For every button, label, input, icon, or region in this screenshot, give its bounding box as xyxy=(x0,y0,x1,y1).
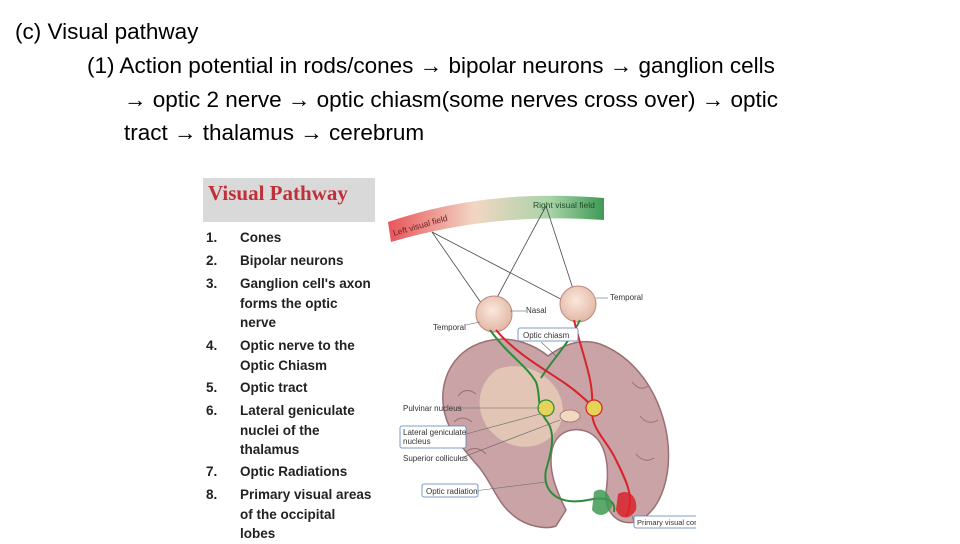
step-text: Optic tract xyxy=(240,380,308,395)
occipital-cortex-right xyxy=(616,491,637,518)
left-eye xyxy=(475,295,513,333)
optic-chiasm-label: Optic chiasm xyxy=(523,331,570,340)
lgn-label-line-1: Lateral geniculate xyxy=(403,428,467,437)
superior-colliculus-label: Superior colliculus xyxy=(403,454,468,463)
label-leader-lines xyxy=(456,297,635,523)
step-number: 2. xyxy=(206,253,218,268)
right-visual-field-label: Right visual field xyxy=(533,200,595,210)
pulvinar-label: Pulvinar nucleus xyxy=(403,404,462,413)
lgn-left xyxy=(537,399,555,417)
visual-field-arc xyxy=(388,195,604,242)
step-number: 5. xyxy=(206,380,218,395)
primary-cortex-label-box xyxy=(633,515,696,529)
figure-title: Visual Pathway xyxy=(208,181,348,205)
step-text: Optic nerve to the Optic Chiasm xyxy=(240,338,355,373)
pathway-illustration: Left visual field Right visual field xyxy=(388,195,696,529)
step-text: Optic Radiations xyxy=(240,464,348,479)
red-pathway xyxy=(495,319,632,517)
temporal-right-label: Temporal xyxy=(610,293,643,302)
optic-radiation-label: Optic radiation xyxy=(426,487,478,496)
occipital-cortex-left xyxy=(592,489,612,515)
visual-pathway-figure: Visual Pathway 1. Cones 2. Bipolar neuro… xyxy=(196,170,696,541)
lgn-label-box xyxy=(399,425,467,449)
superior-colliculus-shape xyxy=(559,409,581,423)
light-ray-lines xyxy=(431,205,577,311)
step-number: 1. xyxy=(206,230,218,245)
step-text: Cones xyxy=(240,230,282,245)
primary-cortex-label: Primary visual cortex xyxy=(637,518,696,527)
step-text: Primary visual areas of the occipital lo… xyxy=(240,487,372,541)
slide-heading: (c) Visual pathway xyxy=(15,19,199,44)
bullet-point-line-1: (1) Action potential in rods/cones → bip… xyxy=(87,53,775,78)
lgn-right xyxy=(585,399,603,417)
optic-radiation-label-box xyxy=(421,483,479,498)
optic-chiasm-label-box xyxy=(517,327,579,342)
step-text: Bipolar neurons xyxy=(240,253,344,268)
right-eye xyxy=(559,285,597,323)
step-number: 6. xyxy=(206,403,218,418)
step-number: 3. xyxy=(206,276,218,291)
brain-gyri-left xyxy=(453,390,487,455)
nasal-label: Nasal xyxy=(526,306,547,315)
bullet-point-line-2: → optic 2 nerve → optic chiasm(some nerv… xyxy=(124,87,778,112)
step-number: 4. xyxy=(206,338,218,353)
temporal-left-label: Temporal xyxy=(433,323,466,332)
step-text: Lateral geniculate nuclei of the thalamu… xyxy=(240,403,355,457)
bullet-point-line-3: tract → thalamus → cerebrum xyxy=(124,120,425,145)
lgn-label-line-2: nucleus xyxy=(403,437,431,446)
legend-title-box xyxy=(203,178,375,222)
brain-gyri-right xyxy=(631,381,659,461)
step-number: 7. xyxy=(206,464,218,479)
step-number: 8. xyxy=(206,487,218,502)
step-text: Ganglion cell's axon forms the optic ner… xyxy=(240,276,371,330)
